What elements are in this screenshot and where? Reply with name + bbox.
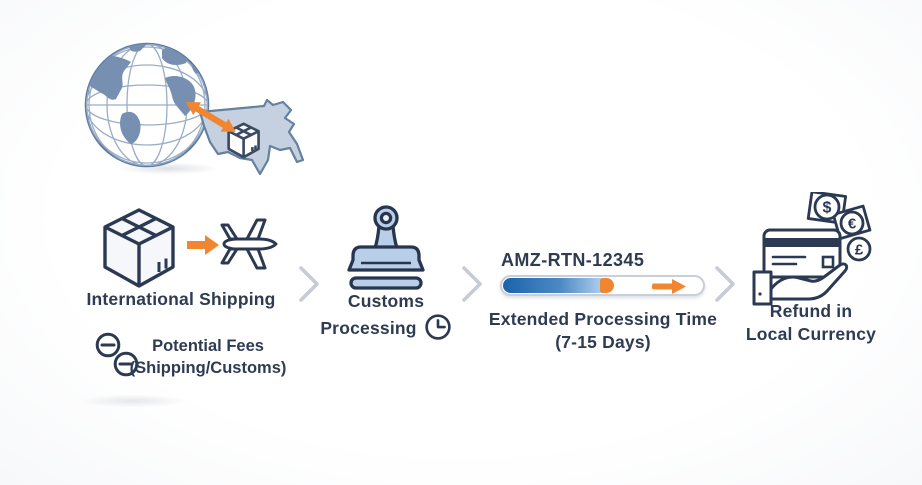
tracking-id: AMZ-RTN-12345 <box>501 250 645 270</box>
arrow-right-icon <box>187 235 219 255</box>
refund-currency-icon: $ € £ <box>752 192 872 306</box>
chevron-right-icon <box>299 266 319 302</box>
globe-to-map-arrow-icon <box>186 102 236 132</box>
minus-circle-icon <box>95 332 121 358</box>
progress-fill <box>503 278 614 293</box>
step-label-international-shipping: International Shipping <box>86 289 276 309</box>
euro-symbol: € <box>848 216 857 233</box>
chevron-right-icon <box>715 266 735 302</box>
progress-cap <box>599 278 614 293</box>
step-label-refund: Refund in Local Currency <box>730 300 892 346</box>
refund-label-line-2: Local Currency <box>745 324 877 344</box>
minus-circle-icon <box>113 351 139 377</box>
customs-label-line-2-text: Processing <box>320 318 417 338</box>
processing-time-line-2: (7-15 Days) <box>555 332 651 352</box>
progress-arrow-icon <box>652 278 686 294</box>
globe-us-map-illustration <box>84 42 305 176</box>
customs-label-line-2: Processing <box>303 313 469 341</box>
fees-line-1: Potential Fees <box>152 337 264 355</box>
currency-coin-icons: $ € £ <box>813 193 872 262</box>
fees-shadow <box>58 392 208 410</box>
pound-symbol: £ <box>855 242 864 259</box>
package-icon <box>103 208 175 288</box>
customs-label-line-1: Customs <box>347 291 425 311</box>
clock-icon <box>424 314 451 340</box>
step-label-extended-processing: Extended Processing Time (7-15 Days) <box>488 308 718 354</box>
fees-line-2: (Shipping/Customs) <box>129 359 287 377</box>
credit-card-icon <box>762 228 842 279</box>
potential-fees-note: Potential Fees (Shipping/Customs) <box>128 335 288 379</box>
dollar-symbol: $ <box>823 200 832 217</box>
refund-label-line-1: Refund in <box>769 301 853 321</box>
step-label-customs-processing: Customs Processing <box>303 290 469 341</box>
chevron-right-icon <box>462 266 482 302</box>
progress-bar <box>500 275 705 296</box>
globe-icon <box>84 42 210 168</box>
hand-icon <box>752 262 849 306</box>
processing-time-line-1: Extended Processing Time <box>488 309 718 329</box>
airplane-icon <box>220 218 278 270</box>
stamp-icon <box>347 205 425 290</box>
